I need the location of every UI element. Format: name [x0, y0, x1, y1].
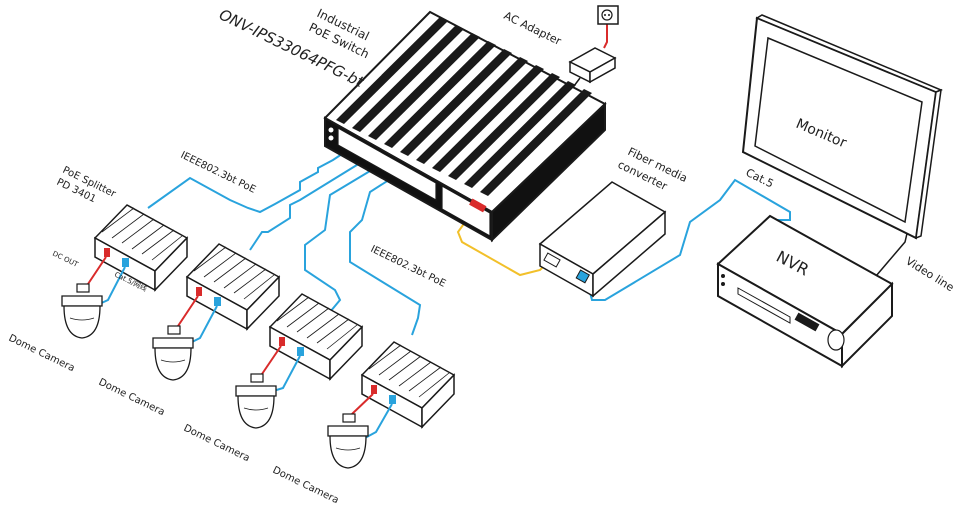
dome-camera-1 [61, 283, 103, 339]
poe-cable-2 [249, 159, 366, 251]
fiber-cable [456, 217, 549, 277]
dc-cable-3 [261, 345, 282, 375]
poe-cable-4 [349, 177, 422, 336]
wall-outlet [597, 5, 619, 25]
poe-cable-1 [147, 151, 346, 214]
ac-power-cord [603, 24, 608, 49]
dc-out-label: DC OUT [51, 250, 80, 270]
poe-splitter-2 [185, 243, 281, 331]
poe-splitter-3 [268, 293, 364, 381]
dc-cable-1 [87, 256, 107, 285]
ac-adapter-label: AC Adapter [502, 9, 564, 48]
ac-adapter [568, 47, 617, 84]
camera-label-1: Dome Camera [7, 333, 77, 375]
camera-label-3: Dome Camera [182, 423, 252, 465]
video-line-label: Video line [903, 255, 956, 295]
poe-link-label-1: IEEE802.3bt PoE [179, 150, 258, 196]
camera-label-2: Dome Camera [97, 377, 167, 419]
cables [147, 24, 913, 336]
poe-link-label-2: IEEE802.3bt PoE [369, 244, 448, 290]
fiber-media-converter [538, 181, 667, 298]
switch-heatsink-fins [336, 17, 592, 196]
dc-cable-2 [177, 295, 199, 327]
camera-label-4: Dome Camera [271, 465, 341, 507]
dome-camera-2 [152, 325, 194, 381]
nvr [716, 214, 894, 369]
dome-camera-4 [327, 413, 369, 469]
poe-splitter-4 [360, 341, 456, 429]
cat5-cable [587, 178, 791, 301]
monitor [741, 14, 943, 240]
poe-switch [323, 10, 607, 243]
poe-splitter-1 [93, 204, 189, 292]
dc-cable-4 [351, 393, 374, 415]
dome-camera-3 [235, 373, 277, 429]
poe-cable-3 [304, 167, 376, 313]
eth-cable-cam-4 [364, 403, 393, 439]
